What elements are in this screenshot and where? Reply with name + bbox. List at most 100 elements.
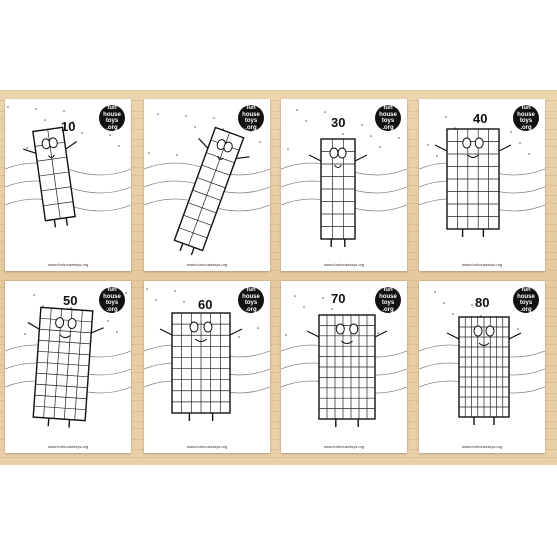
number-label: 10 <box>61 119 76 134</box>
logo-text: .org <box>106 306 118 313</box>
wood-grain-line <box>0 315 557 317</box>
wood-grain-line <box>0 156 557 158</box>
star-dot <box>35 108 37 110</box>
logo-text: house <box>379 293 397 300</box>
logo-text: .org <box>106 124 118 131</box>
star-dot <box>257 327 259 329</box>
wood-grain-line <box>0 392 557 394</box>
star-dot <box>398 137 400 139</box>
logo-text: house <box>103 293 121 300</box>
website-url: www.funhousetoys.org <box>323 444 365 449</box>
star-dot <box>285 334 287 336</box>
logo-text: toys <box>105 118 119 124</box>
number-label: 80 <box>475 295 490 310</box>
logo-text: fun <box>521 287 531 293</box>
star-dot <box>116 331 118 333</box>
logo-text: .org <box>520 306 532 313</box>
logo-text: fun <box>246 105 256 111</box>
star-dot <box>26 147 28 149</box>
wood-grain-line <box>0 343 557 345</box>
wood-grain-line <box>0 354 557 356</box>
numberblock-illustration <box>419 289 545 425</box>
number-block <box>446 316 522 425</box>
star-dot <box>81 132 83 134</box>
website-url: www.funhousetoys.org <box>47 262 89 267</box>
website-url: www.funhousetoys.org <box>461 262 503 267</box>
star-dot <box>183 301 185 303</box>
star-dot <box>452 313 454 315</box>
wood-grain-line <box>0 308 557 310</box>
wood-grain-line <box>0 202 557 204</box>
wood-grain-line <box>0 223 557 225</box>
logo-text: fun <box>383 287 393 293</box>
logo-text: .org <box>245 124 257 131</box>
wood-grain-line <box>0 449 557 451</box>
star-dot <box>294 295 296 297</box>
star-dot <box>510 131 512 133</box>
numberblock-illustration <box>144 113 270 256</box>
numberblock-illustration <box>5 106 131 228</box>
wood-grain-line <box>0 90 557 91</box>
logo-text: toys <box>381 300 395 306</box>
website-url: www.funhousetoys.org <box>323 262 365 267</box>
star-dot <box>148 152 150 154</box>
logo-text: fun <box>521 105 531 111</box>
star-dot <box>174 290 176 292</box>
star-dot <box>528 153 530 155</box>
number-block <box>434 128 512 237</box>
wood-grain-line <box>0 139 557 140</box>
star-dot <box>24 333 26 335</box>
wood-grain-line <box>0 400 557 402</box>
star-dot <box>370 135 372 137</box>
star-dot <box>303 306 305 308</box>
wood-grain-line <box>0 269 557 271</box>
logo-text: toys <box>519 118 533 124</box>
wood-grain-line <box>0 421 557 422</box>
number-label: 40 <box>473 111 488 126</box>
number-label: 70 <box>331 291 346 306</box>
website-url: www.funhousetoys.org <box>186 262 228 267</box>
wood-grain-line <box>0 456 557 458</box>
wood-grain-line <box>0 174 557 176</box>
wood-grain-line <box>0 231 557 232</box>
wood-grain-line <box>0 195 557 197</box>
logo-text: fun <box>107 287 117 293</box>
number-label: 30 <box>331 115 346 130</box>
number-block <box>173 126 250 256</box>
logo-text: toys <box>105 300 119 306</box>
logo-text: .org <box>382 124 394 131</box>
logo-text: house <box>242 293 260 300</box>
logo-text: house <box>517 293 535 300</box>
numberblock-illustration <box>281 293 407 427</box>
wood-grain-line <box>0 326 557 327</box>
wood-grain-line <box>0 364 557 366</box>
numberblock-illustration <box>144 288 270 421</box>
star-dot <box>287 148 289 150</box>
star-dot <box>322 297 324 299</box>
star-dot <box>42 305 44 307</box>
logo-text: house <box>103 111 121 118</box>
star-dot <box>157 113 159 115</box>
star-dot <box>70 307 72 309</box>
star-dot <box>109 134 111 136</box>
star-dot <box>146 288 148 290</box>
wood-grain-line <box>0 167 557 169</box>
star-dot <box>44 119 46 121</box>
number-block <box>308 138 368 247</box>
star-dot <box>125 292 127 294</box>
logo-text: house <box>517 111 535 118</box>
number-block <box>27 306 104 428</box>
star-dot <box>473 118 475 120</box>
wood-grain-line <box>0 336 557 338</box>
